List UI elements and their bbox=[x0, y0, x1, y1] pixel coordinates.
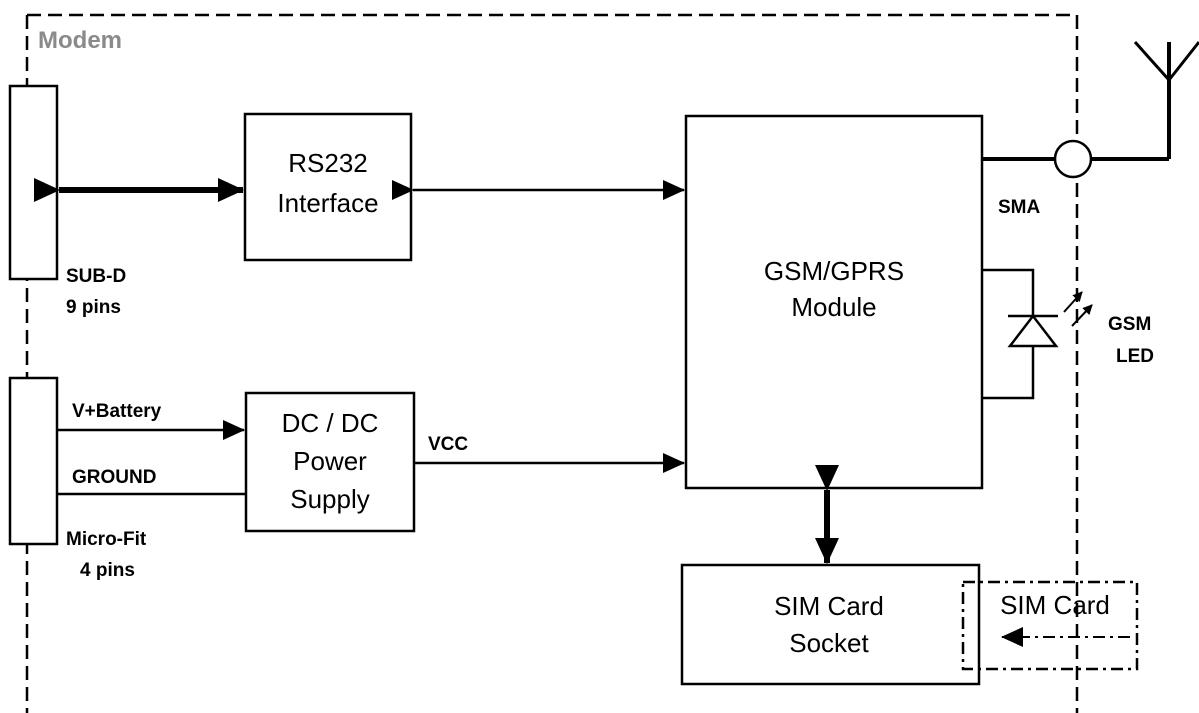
sma-label: SMA bbox=[998, 197, 1041, 218]
gsm-label-line1: GSM/GPRS bbox=[764, 256, 904, 286]
sim-card-label: SIM Card bbox=[1000, 590, 1110, 620]
antenna-icon bbox=[1133, 40, 1199, 159]
sim-card-socket-block bbox=[680, 563, 981, 686]
subd-label-line1: SUB-D bbox=[66, 266, 126, 287]
dcdc-label-line1: DC / DC bbox=[282, 408, 379, 438]
subd-connector bbox=[8, 84, 59, 281]
gsm-label-line2: Module bbox=[791, 292, 876, 322]
gsm-led-label-line1: GSM bbox=[1108, 314, 1151, 335]
microfit-label-line2: 4 pins bbox=[80, 560, 135, 581]
dcdc-power-supply-block bbox=[244, 391, 416, 533]
microfit-label-line1: Micro-Fit bbox=[66, 529, 147, 550]
sim-socket-label-line2: Socket bbox=[789, 628, 869, 658]
gsm-led-icon bbox=[982, 268, 1093, 400]
microfit-connector bbox=[8, 376, 59, 546]
dcdc-label-line3: Supply bbox=[290, 484, 370, 514]
dcdc-label-line2: Power bbox=[293, 446, 367, 476]
rs232-label-line1: RS232 bbox=[288, 148, 368, 178]
sim-card-outline bbox=[961, 580, 1139, 671]
ground-label: GROUND bbox=[72, 467, 156, 488]
battery-label: V+Battery bbox=[72, 401, 162, 422]
modem-label: Modem bbox=[38, 27, 122, 54]
rs232-label-line2: Interface bbox=[277, 188, 378, 218]
vcc-label: VCC bbox=[428, 434, 468, 455]
gsm-gprs-module-block bbox=[684, 114, 984, 490]
subd-label-line2: 9 pins bbox=[66, 297, 121, 318]
sma-connector bbox=[1053, 139, 1093, 179]
gsm-led-label-line2: LED bbox=[1116, 346, 1154, 367]
sim-socket-label-line1: SIM Card bbox=[774, 591, 884, 621]
rs232-interface-block bbox=[243, 112, 413, 262]
